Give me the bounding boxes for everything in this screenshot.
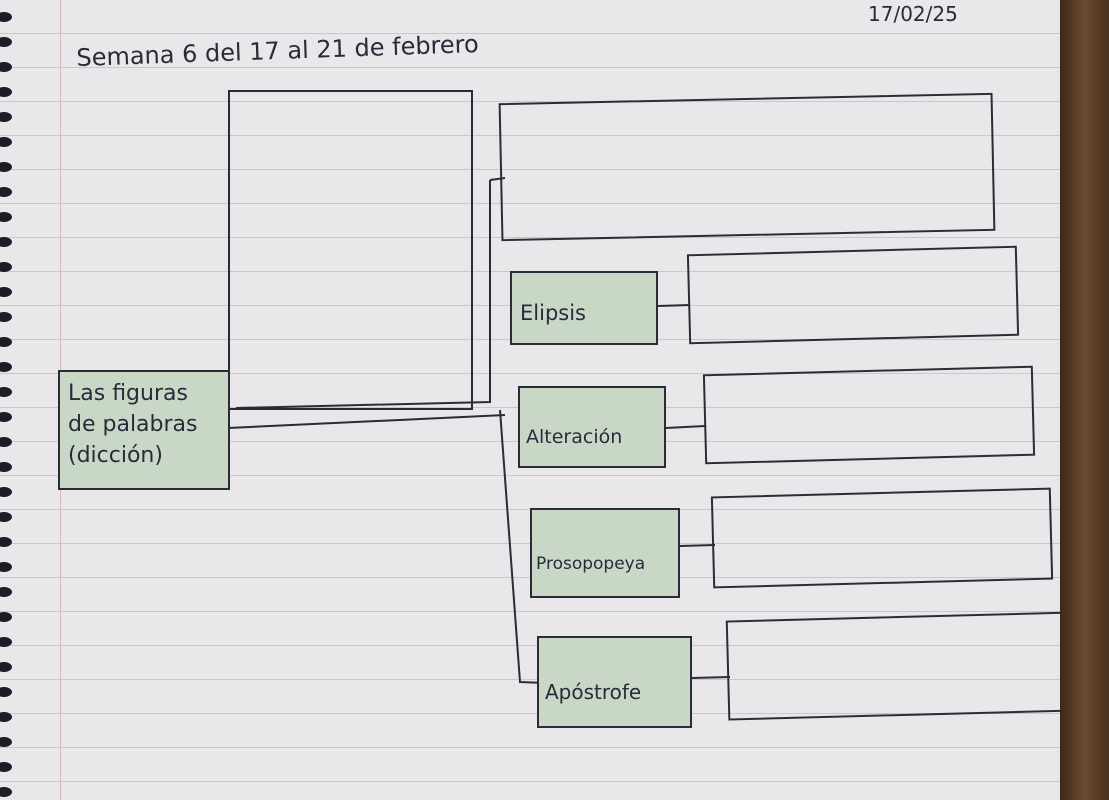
root-node: Las figuras de palabras (dicción) bbox=[58, 370, 230, 490]
wooden-table-edge bbox=[1060, 0, 1109, 800]
binding-hole bbox=[0, 437, 12, 447]
blank-box-top bbox=[498, 92, 996, 242]
node-alteracion: Alteración bbox=[518, 386, 666, 468]
node-apostrofe-label: Apóstrofe bbox=[545, 680, 642, 704]
notebook-page: 17/02/25 Semana 6 del 17 al 21 de febrer… bbox=[0, 0, 1077, 800]
binding-hole bbox=[0, 387, 12, 397]
node-elipsis: Elipsis bbox=[510, 271, 658, 345]
binding-hole bbox=[0, 262, 12, 272]
binding-hole bbox=[0, 487, 12, 497]
binding-hole bbox=[0, 137, 12, 147]
binding-hole bbox=[0, 687, 12, 697]
node-apostrofe: Apóstrofe bbox=[537, 636, 692, 728]
binding-hole bbox=[0, 87, 12, 97]
binding-hole bbox=[0, 12, 12, 22]
binding-hole bbox=[0, 637, 12, 647]
blank-box-tall bbox=[228, 90, 473, 410]
binding-hole bbox=[0, 312, 12, 322]
root-line-2: de palabras bbox=[68, 412, 198, 437]
blank-box-apostrofe bbox=[725, 611, 1077, 721]
binding-hole bbox=[0, 662, 12, 672]
binding-hole bbox=[0, 162, 12, 172]
binding-hole bbox=[0, 737, 12, 747]
binding-hole bbox=[0, 412, 12, 422]
binding-hole bbox=[0, 462, 12, 472]
binding-hole bbox=[0, 712, 12, 722]
binding-hole bbox=[0, 762, 12, 772]
binding-hole bbox=[0, 112, 12, 122]
binding-hole bbox=[0, 587, 12, 597]
binding-hole bbox=[0, 337, 12, 347]
binding-hole bbox=[0, 287, 12, 297]
binding-hole bbox=[0, 362, 12, 372]
date-text: 17/02/25 bbox=[868, 2, 958, 26]
root-line-1: Las figuras bbox=[68, 381, 188, 406]
blank-box-elipsis bbox=[686, 245, 1020, 345]
binding-hole bbox=[0, 37, 12, 47]
binding-hole bbox=[0, 562, 12, 572]
root-line-3: (dicción) bbox=[68, 443, 163, 468]
node-alteracion-label: Alteración bbox=[526, 426, 623, 448]
binding-hole bbox=[0, 187, 12, 197]
binding-hole bbox=[0, 512, 12, 522]
node-elipsis-label: Elipsis bbox=[520, 301, 586, 325]
node-prosopopeya: Prosopopeya bbox=[530, 508, 680, 598]
binding-hole bbox=[0, 212, 12, 222]
node-prosopopeya-label: Prosopopeya bbox=[536, 554, 646, 574]
binding-hole bbox=[0, 62, 12, 72]
binding-hole bbox=[0, 612, 12, 622]
binding-hole bbox=[0, 787, 12, 797]
blank-box-prosopopeya bbox=[710, 487, 1054, 589]
blank-box-alteracion bbox=[702, 365, 1036, 465]
connector-lines bbox=[227, 177, 731, 684]
binding-hole bbox=[0, 537, 12, 547]
binding-hole bbox=[0, 237, 12, 247]
